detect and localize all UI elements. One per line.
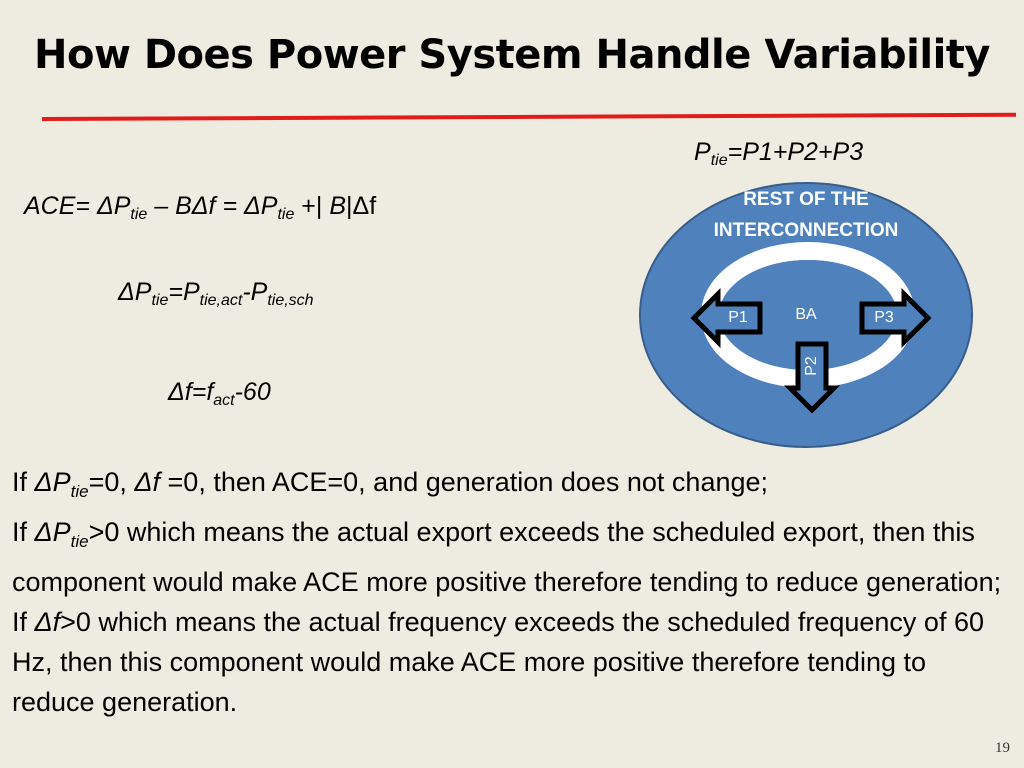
p3-label: P3 xyxy=(874,309,894,326)
p3-arrow xyxy=(859,287,932,349)
ba-area xyxy=(719,260,897,370)
delta-f-equation: Δf=fact-60 xyxy=(168,378,271,409)
body-line-2: If ΔPtie>0 which means the actual export… xyxy=(12,517,1002,597)
p1-arrow xyxy=(690,287,763,349)
slide-number: 19 xyxy=(995,740,1010,756)
delta-ptie-equation: ΔPtie=Ptie,act-Ptie,sch xyxy=(118,278,314,309)
body-line-1: If ΔPtie=0, Δf =0, then ACE=0, and gener… xyxy=(12,467,769,501)
p2-arrow xyxy=(783,341,841,414)
body-line-3: If Δf>0 which means the actual frequency… xyxy=(12,607,984,717)
ace-equation: ACE= ΔPtie – BΔf = ΔPtie +| B|Δf xyxy=(24,192,377,223)
body-text: If ΔPtie=0, Δf =0, then ACE=0, and gener… xyxy=(12,462,1012,722)
slide-title: How Does Power System Handle Variability xyxy=(34,32,990,78)
p1-label: P1 xyxy=(728,309,748,326)
diagram-svg xyxy=(639,182,973,448)
outer-label-line1: REST OF THE xyxy=(743,189,869,210)
title-underline xyxy=(41,112,1016,121)
interconnection-diagram: REST OF THE INTERCONNECTION BA P1 P3 P2 xyxy=(636,182,976,457)
p2-label: P2 xyxy=(803,356,820,376)
ba-label: BA xyxy=(795,306,817,323)
outer-label-line2: INTERCONNECTION xyxy=(713,220,899,241)
ptie-equation: Ptie=P1+P2+P3 xyxy=(694,138,864,169)
